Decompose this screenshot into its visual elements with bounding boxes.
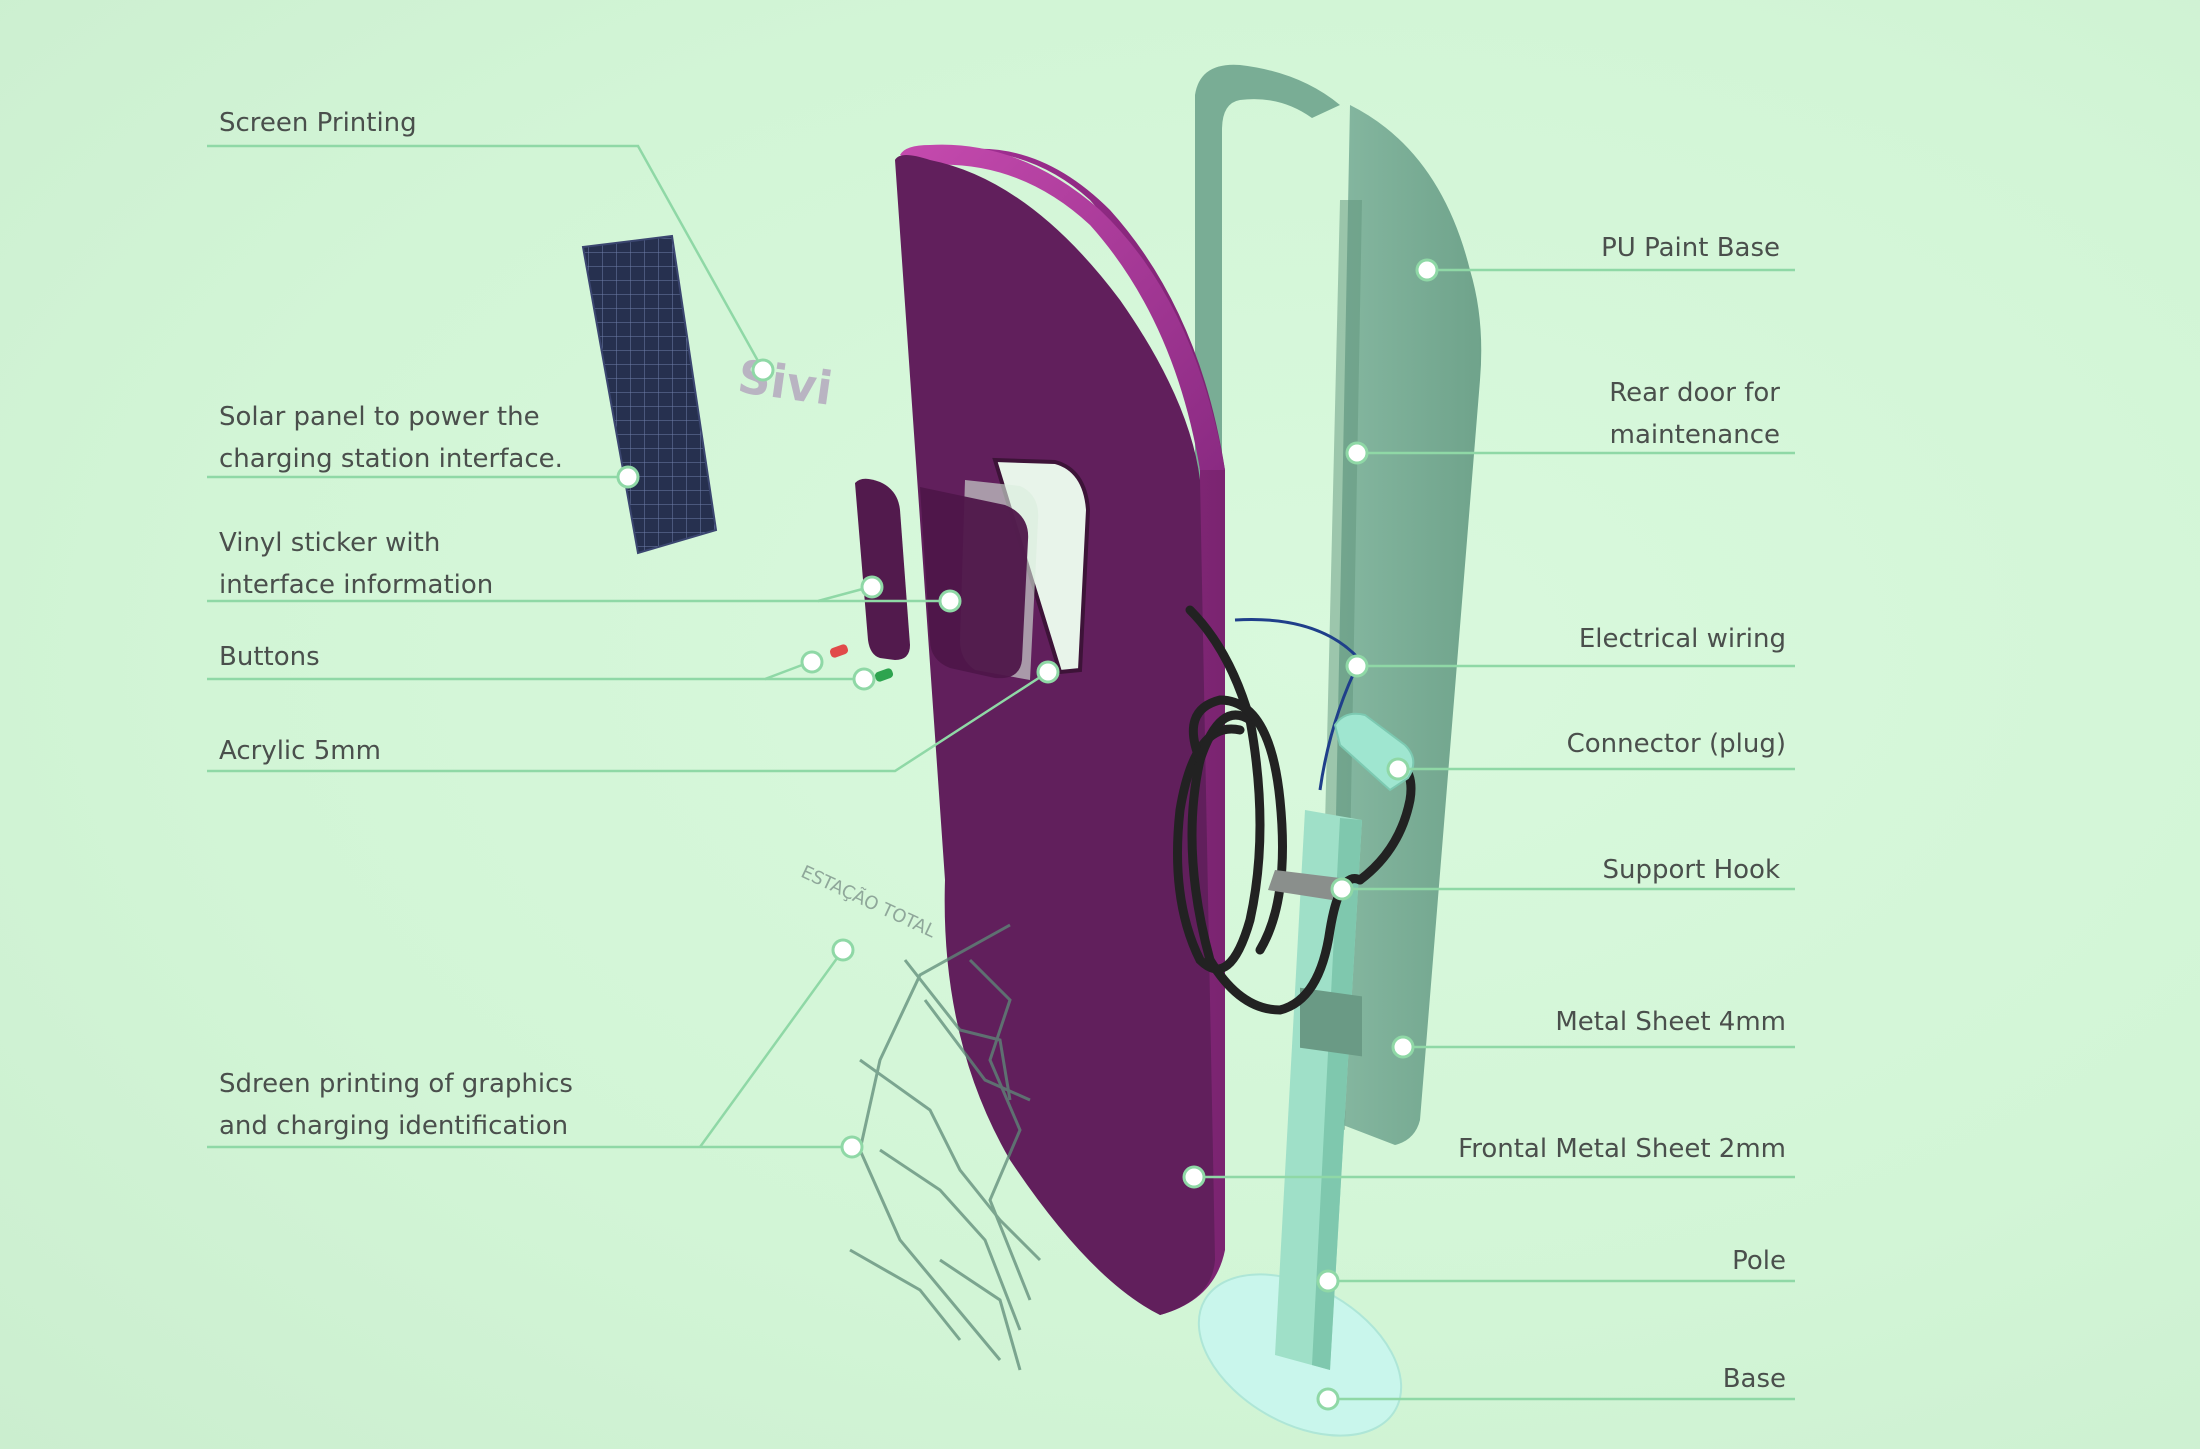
label-support-hook: Support Hook <box>1603 849 1780 891</box>
label-line: Screen Printing <box>219 108 417 138</box>
label-line: Vinyl sticker with <box>219 528 441 558</box>
label-connector: Connector (plug) <box>1567 723 1786 765</box>
label-base: Base <box>1723 1358 1786 1400</box>
label-metal-sheet-4mm: Metal Sheet 4mm <box>1555 1001 1786 1043</box>
label-electrical-wiring: Electrical wiring <box>1579 618 1786 660</box>
label-solar-panel: Solar panel to power the charging statio… <box>219 396 563 480</box>
charging-cable <box>1173 605 1416 1015</box>
label-rear-door: Rear door for maintenance <box>1609 372 1780 456</box>
label-line: Connector (plug) <box>1566 729 1786 759</box>
leader-dots <box>616 258 1439 1411</box>
pole-bracket <box>1300 987 1362 1057</box>
button-red <box>829 644 849 658</box>
label-line: Support Hook <box>1602 855 1780 885</box>
label-line: Sdreen printing of graphics <box>219 1069 573 1099</box>
label-line: interface information <box>219 570 494 600</box>
label-pu-paint: PU Paint Base <box>1601 227 1780 269</box>
label-pole: Pole <box>1732 1240 1786 1282</box>
label-buttons: Buttons <box>219 636 320 678</box>
graphic-print-lines <box>849 923 1042 1371</box>
vinyl-sticker <box>920 487 1029 679</box>
label-line: Frontal Metal Sheet 2mm <box>1458 1134 1786 1164</box>
screen-printing-logo: Sivi <box>735 349 836 416</box>
label-graphics-printing: Sdreen printing of graphics and charging… <box>219 1063 573 1147</box>
label-frontal-sheet-2mm: Frontal Metal Sheet 2mm <box>1458 1128 1786 1170</box>
button-bezel <box>855 478 910 660</box>
label-line: and charging identification <box>219 1111 569 1141</box>
label-line: PU Paint Base <box>1601 233 1780 263</box>
rear-door-panel <box>1330 105 1482 1145</box>
label-line: Acrylic 5mm <box>219 736 381 766</box>
support-hook-shape <box>1268 870 1340 900</box>
label-line: charging station interface. <box>219 444 563 474</box>
label-screen-printing: Screen Printing <box>219 102 417 144</box>
label-line: Metal Sheet 4mm <box>1555 1007 1786 1037</box>
solar-panel-shape <box>581 234 718 555</box>
label-line: Solar panel to power the <box>219 402 540 432</box>
leader-lines <box>207 144 1795 1401</box>
label-acrylic: Acrylic 5mm <box>219 730 381 772</box>
front-shell-top <box>900 144 1225 470</box>
label-line: Buttons <box>219 642 320 672</box>
label-line: Pole <box>1732 1246 1786 1276</box>
label-line: Electrical wiring <box>1578 624 1786 654</box>
label-line: Base <box>1722 1364 1786 1394</box>
front-shell-face <box>895 155 1215 1315</box>
label-vinyl-sticker: Vinyl sticker with interface information <box>219 522 493 606</box>
graphic-print-text: ESTAÇÃO TOTAL <box>798 861 940 943</box>
label-line: Rear door for <box>1609 378 1780 408</box>
button-green <box>874 668 894 682</box>
pole-shade <box>1312 818 1362 1370</box>
label-line: maintenance <box>1609 420 1780 450</box>
